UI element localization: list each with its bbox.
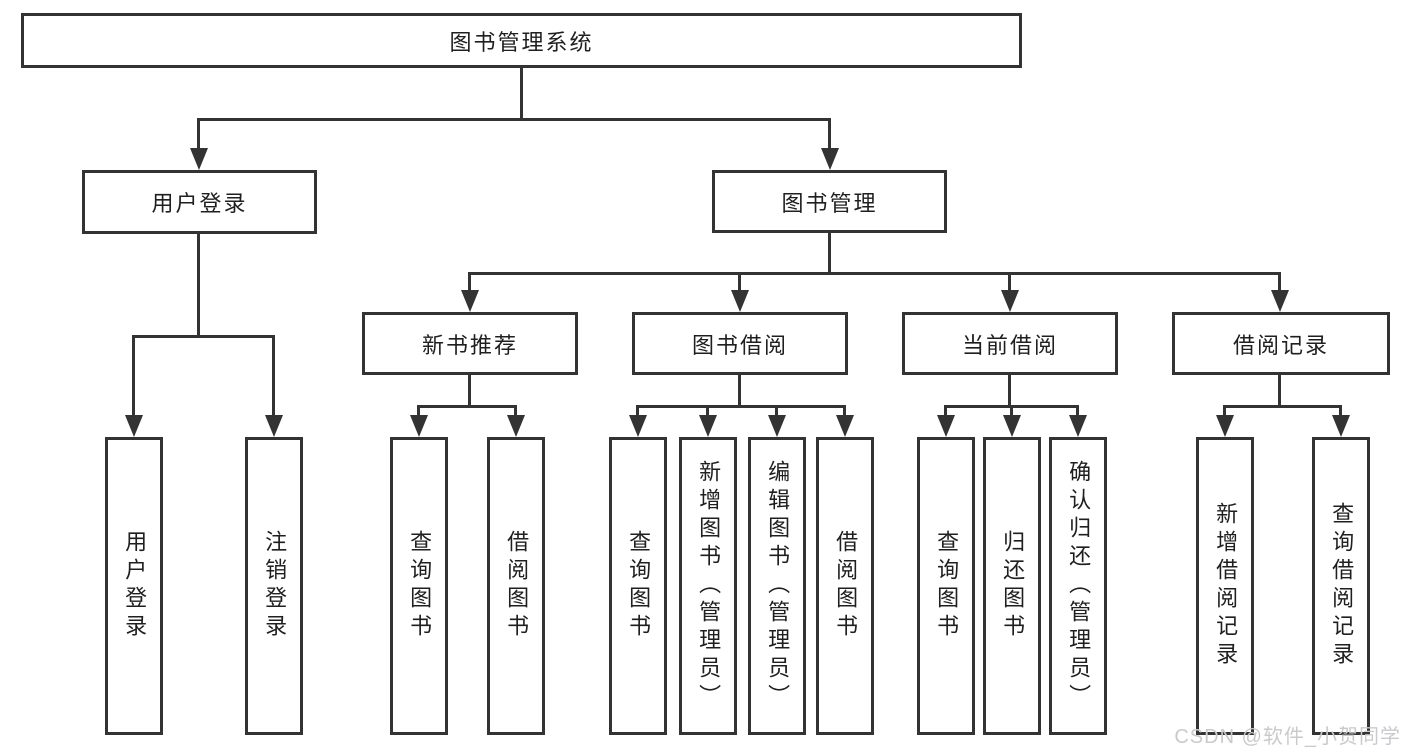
connector-borrow-bar xyxy=(636,405,846,408)
leaf-recommend-borrow-books-label: 借阅图书 xyxy=(504,530,530,642)
node-new-book-recommend: 新书推荐 xyxy=(362,312,578,375)
arrow-recommend-borrow xyxy=(506,405,525,437)
leaf-logout: 注销登录 xyxy=(245,437,303,735)
leaf-current-confirm-return-admin-label: 确认归还（管理员） xyxy=(1066,460,1092,712)
connector-recommend-bar xyxy=(417,405,517,408)
leaf-borrow-add-books-admin: 新增图书（管理员） xyxy=(679,437,737,735)
connector-borrow-stem xyxy=(738,375,741,405)
leaf-current-return-books-label: 归还图书 xyxy=(1000,530,1026,642)
connector-records-stem xyxy=(1278,375,1281,405)
arrow-borrow-edit xyxy=(767,405,786,437)
connector-root-stem xyxy=(520,68,523,118)
node-borrow-records-label: 借阅记录 xyxy=(1232,332,1329,358)
arrow-to-new-book-recommend xyxy=(460,272,479,312)
node-book-management-label: 图书管理 xyxy=(781,190,878,216)
node-book-borrow: 图书借阅 xyxy=(632,312,848,375)
leaf-current-return-books: 归还图书 xyxy=(983,437,1041,735)
arrow-to-leaf-logout xyxy=(264,335,283,437)
leaf-recommend-query-books: 查询图书 xyxy=(390,437,448,735)
leaf-borrow-add-books-admin-label: 新增图书（管理员） xyxy=(696,460,722,712)
connector-login-stem xyxy=(197,234,200,335)
node-current-borrow: 当前借阅 xyxy=(902,312,1118,375)
arrow-to-book-management xyxy=(820,118,839,170)
connector-current-stem xyxy=(1008,375,1011,405)
node-user-login-label: 用户登录 xyxy=(151,191,248,216)
leaf-current-query-books: 查询图书 xyxy=(917,437,975,735)
leaf-borrow-borrow-books-label: 借阅图书 xyxy=(833,530,859,642)
leaf-records-query-record-label: 查询借阅记录 xyxy=(1329,502,1355,670)
leaf-current-query-books-label: 查询图书 xyxy=(934,530,960,642)
arrow-current-return xyxy=(1002,405,1021,437)
connector-mgmt-stem xyxy=(828,233,831,272)
leaf-recommend-query-books-label: 查询图书 xyxy=(407,530,433,642)
node-borrow-records: 借阅记录 xyxy=(1172,312,1390,375)
arrow-to-current-borrow xyxy=(1000,272,1019,312)
leaf-current-confirm-return-admin: 确认归还（管理员） xyxy=(1049,437,1107,735)
connector-mgmt-bar xyxy=(468,272,1281,275)
arrow-current-confirm xyxy=(1068,405,1087,437)
csdn-watermark: CSDN @软件_小贺同学 xyxy=(1174,726,1401,747)
connector-records-bar xyxy=(1223,405,1342,408)
arrow-borrow-borrow xyxy=(835,405,854,437)
arrow-recommend-query xyxy=(409,405,428,437)
leaf-borrow-query-books-label: 查询图书 xyxy=(626,530,652,642)
leaf-records-add-record: 新增借阅记录 xyxy=(1196,437,1254,735)
arrow-borrow-query xyxy=(628,405,647,437)
node-root-label: 图书管理系统 xyxy=(449,29,594,55)
arrow-current-query xyxy=(936,405,955,437)
leaf-borrow-borrow-books: 借阅图书 xyxy=(816,437,874,735)
leaf-records-add-record-label: 新增借阅记录 xyxy=(1213,502,1239,670)
node-root: 图书管理系统 xyxy=(21,13,1022,68)
arrow-records-query xyxy=(1331,405,1350,437)
node-book-borrow-label: 图书借阅 xyxy=(691,332,788,358)
leaf-borrow-edit-books-admin: 编辑图书（管理员） xyxy=(748,437,806,735)
arrow-records-add xyxy=(1215,405,1234,437)
arrow-to-book-borrow xyxy=(730,272,749,312)
node-current-borrow-label: 当前借阅 xyxy=(961,332,1058,358)
connector-login-bar xyxy=(132,335,275,338)
arrow-borrow-add xyxy=(698,405,717,437)
node-book-management: 图书管理 xyxy=(712,170,947,233)
leaf-user-login-label: 用户登录 xyxy=(122,530,148,642)
node-user-login: 用户登录 xyxy=(82,170,317,234)
arrow-to-user-login xyxy=(189,118,208,170)
leaf-user-login: 用户登录 xyxy=(105,437,163,735)
leaf-borrow-query-books: 查询图书 xyxy=(609,437,667,735)
leaf-logout-label: 注销登录 xyxy=(262,530,288,642)
connector-recommend-stem xyxy=(468,375,471,405)
node-new-book-recommend-label: 新书推荐 xyxy=(421,332,518,358)
leaf-borrow-edit-books-admin-label: 编辑图书（管理员） xyxy=(765,460,791,712)
arrow-to-borrow-records xyxy=(1270,272,1289,312)
arrow-to-leaf-user-login xyxy=(124,335,143,437)
connector-root-bar xyxy=(197,118,831,121)
leaf-recommend-borrow-books: 借阅图书 xyxy=(487,437,545,735)
leaf-records-query-record: 查询借阅记录 xyxy=(1312,437,1370,735)
